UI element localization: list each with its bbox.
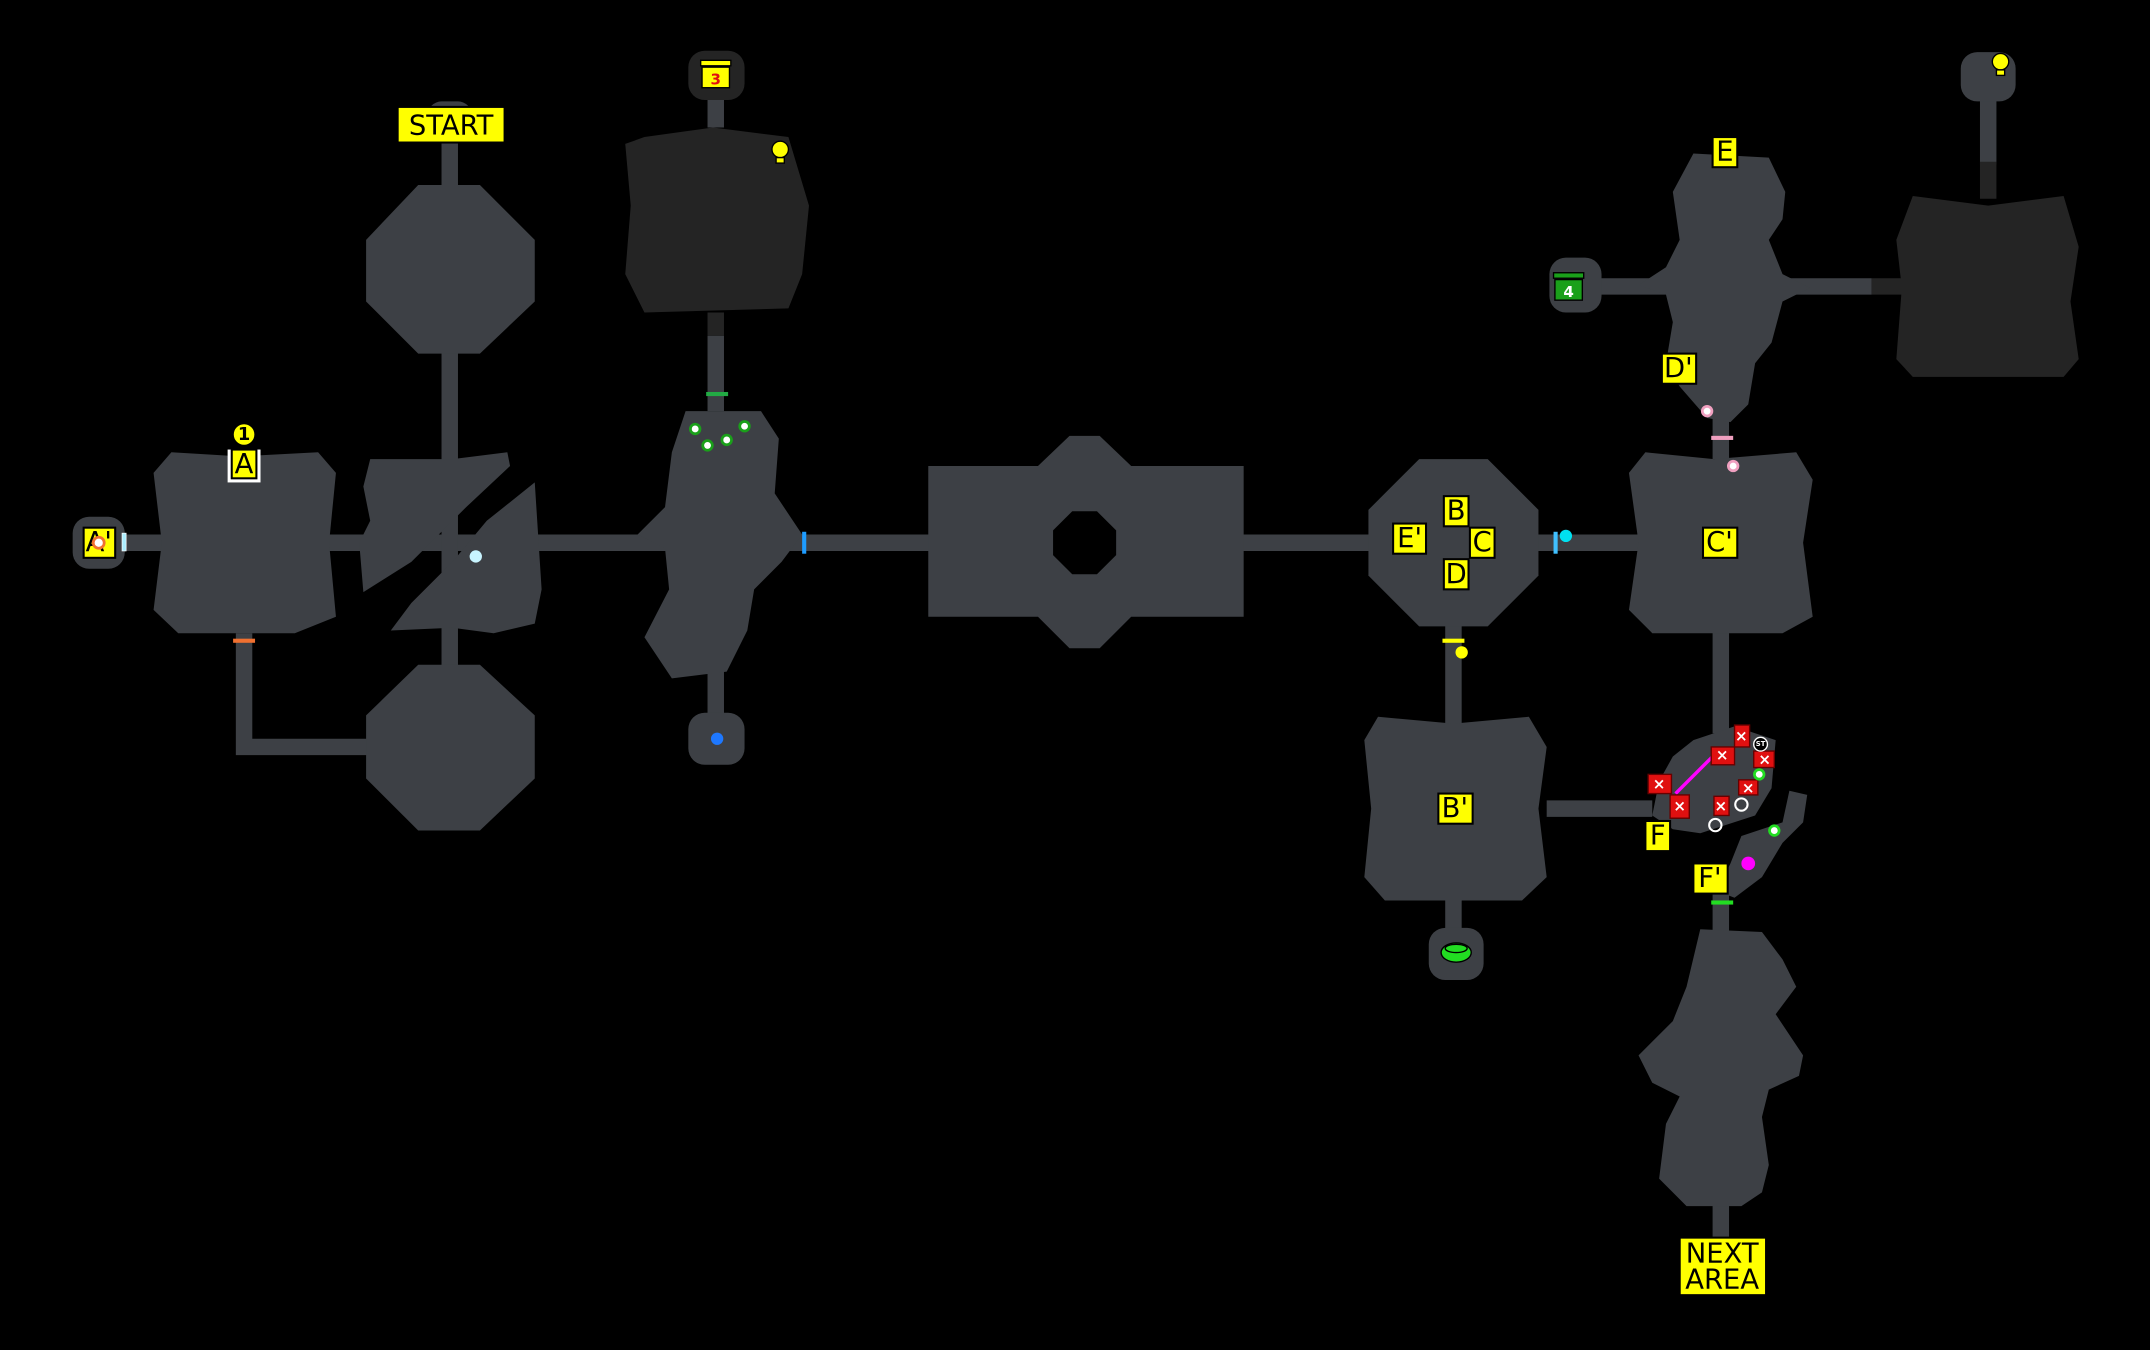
start-marker-icon: ST: [1753, 736, 1769, 752]
svg-text:D: D: [1446, 559, 1467, 590]
label-c: C: [1468, 526, 1496, 559]
svg-text:E: E: [1716, 137, 1733, 168]
svg-text:F: F: [1650, 821, 1666, 852]
door-bar-icon: [233, 638, 256, 643]
svg-text:4: 4: [1563, 283, 1573, 301]
door-bar-icon: [706, 391, 729, 397]
orb-icon: [1455, 646, 1468, 659]
label-b: B: [1442, 495, 1470, 528]
svg-text:START: START: [409, 111, 494, 142]
dark-room-right: [1896, 195, 2079, 377]
svg-text:F': F': [1698, 863, 1721, 894]
lightbulb-icon: [1991, 52, 2010, 77]
ring-icon: [738, 420, 751, 433]
ring-icon: [1726, 459, 1740, 473]
label-a-prime: A': [82, 526, 117, 559]
svg-text:×: ×: [1742, 779, 1755, 797]
orb-icon: [1559, 529, 1573, 543]
svg-text:D': D': [1664, 353, 1693, 384]
chest-icon[interactable]: 4: [1552, 272, 1585, 301]
ring-icon: [720, 433, 733, 447]
svg-text:C': C': [1706, 527, 1733, 558]
label-e-prime: E': [1392, 522, 1428, 555]
dark-room-top: [625, 127, 809, 313]
diagonal-cave-2: [390, 482, 542, 634]
door-bar-icon: [802, 531, 807, 554]
enemy-x-icon: ×: [1733, 724, 1751, 748]
svg-text:C: C: [1473, 527, 1492, 558]
svg-text:×: ×: [1715, 797, 1728, 815]
next-area-label: NEXT AREA: [1678, 1236, 1768, 1297]
svg-text:×: ×: [1758, 750, 1771, 768]
door-bar-icon: [1711, 900, 1734, 905]
doors: [121, 391, 1734, 905]
door-bar-icon: [1711, 435, 1734, 440]
enemy-x-icon: ×: [1753, 750, 1775, 768]
ring-icon: [1753, 768, 1766, 781]
orb-icon: [710, 732, 724, 745]
svg-text:×: ×: [1735, 727, 1748, 745]
svg-text:B: B: [1447, 496, 1466, 527]
svg-text:3: 3: [711, 70, 721, 88]
enemy-x-icon: ×: [1669, 794, 1690, 819]
svg-text:E': E': [1397, 523, 1422, 554]
svg-text:AREA: AREA: [1685, 1265, 1759, 1296]
svg-text:1: 1: [238, 424, 250, 445]
chest-icon[interactable]: 3: [699, 59, 732, 88]
rooms: [72, 50, 2079, 1207]
label-b-prime: B': [1437, 792, 1474, 825]
ring-icon: [1768, 824, 1781, 837]
start-label: START: [396, 105, 506, 144]
svg-text:B': B': [1442, 793, 1468, 824]
lower-cave: [1638, 929, 1804, 1207]
door-bar-icon: [1442, 638, 1465, 643]
start-room: [366, 185, 535, 354]
svg-text:A: A: [235, 449, 254, 480]
label-f-prime: F': [1692, 862, 1729, 895]
label-d-prime: D': [1660, 352, 1698, 385]
label-a: A: [227, 448, 261, 483]
ring-icon: [91, 535, 106, 550]
lightbulb-icon: [771, 140, 790, 164]
enemy-x-icon: ×: [1647, 773, 1673, 795]
svg-text:×: ×: [1716, 746, 1729, 764]
enemy-x-icon: ×: [1713, 795, 1730, 817]
warp-pad-icon: [1440, 942, 1472, 963]
cave-room-2: [637, 411, 803, 679]
junction-room: [1368, 459, 1539, 627]
label-f: F: [1644, 819, 1672, 853]
central-hole: [1053, 511, 1117, 575]
ring-icon: [1708, 817, 1723, 833]
ring-icon: [701, 439, 714, 452]
svg-text:×: ×: [1673, 797, 1686, 815]
label-c-prime: C': [1701, 526, 1739, 559]
f-room-enemies: × × × × × × × ST: [1647, 724, 1781, 871]
magenta-link: [1674, 753, 1716, 795]
svg-text:ST: ST: [1756, 740, 1766, 748]
markers: [469, 404, 1740, 963]
ring-icon: [1700, 404, 1714, 418]
svg-text:NEXT: NEXT: [1686, 1239, 1759, 1270]
svg-text:×: ×: [1653, 775, 1666, 793]
diagonal-cave: [359, 452, 511, 593]
label-d: D: [1442, 558, 1470, 591]
ring-icon: [1734, 797, 1749, 812]
orb-icon: [1741, 856, 1756, 871]
label-e: E: [1711, 136, 1739, 169]
room-a: [153, 452, 336, 634]
lower-octagon-room: [366, 664, 535, 831]
door-bar-icon: [1553, 531, 1558, 554]
room-f-prime: [1716, 790, 1808, 898]
enemy-x-icon: ×: [1737, 779, 1759, 797]
door-bar-icon: [121, 532, 127, 552]
marker-1: 1: [232, 422, 256, 447]
orb-icon: [469, 550, 482, 563]
enemy-x-icon: ×: [1710, 746, 1736, 766]
ring-icon: [689, 422, 702, 436]
